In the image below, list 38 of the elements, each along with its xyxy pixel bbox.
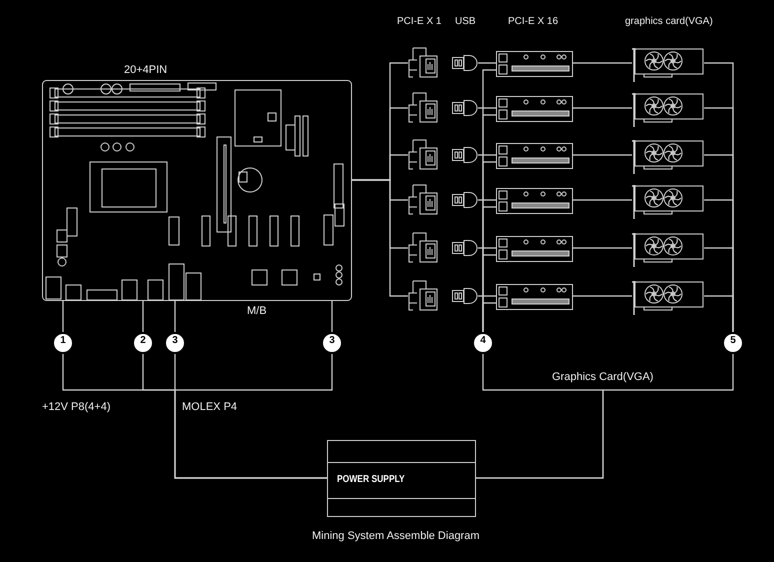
cable-line — [142, 300, 144, 334]
cable-line — [478, 62, 496, 64]
cable-line — [476, 352, 734, 479]
callout-number: 2 — [132, 332, 154, 354]
cable-line — [62, 300, 64, 334]
cable-line — [174, 300, 176, 334]
cable-line — [478, 199, 496, 201]
cable-line — [482, 302, 496, 334]
cable-line — [352, 179, 408, 297]
connector-label: 20+4PIN — [124, 64, 168, 76]
column-heading: graphics card(VGA) — [625, 16, 713, 27]
cable-label: MOLEX P4 — [182, 401, 238, 413]
cable-line — [331, 300, 333, 334]
callout-number: 3 — [164, 332, 186, 354]
cable-line — [573, 247, 632, 249]
cable-line — [478, 247, 496, 249]
cable-line — [573, 62, 632, 64]
cable-line — [573, 199, 632, 201]
column-heading: PCI-E X 16 — [508, 16, 558, 27]
column-heading: PCI-E X 1 — [397, 16, 442, 27]
callout-number: 3 — [321, 332, 343, 354]
cable-line — [573, 154, 632, 156]
cable-line — [573, 295, 632, 297]
cable-line — [478, 295, 496, 297]
board-label: M/B — [247, 305, 267, 317]
cable-line — [573, 107, 632, 109]
cable-label: Graphics Card(VGA) — [552, 371, 654, 383]
power-supply-label: POWER SUPPLY — [337, 474, 405, 485]
power-supply-box — [327, 440, 476, 517]
diagram-caption: Mining System Assemble Diagram — [312, 530, 480, 542]
callout-number: 5 — [722, 332, 744, 354]
callout-number: 1 — [52, 332, 74, 354]
cable-label: +12V P8(4+4) — [42, 401, 110, 413]
cable-line — [478, 154, 496, 156]
cable-line — [478, 107, 496, 109]
column-heading: USB — [455, 16, 476, 27]
cable-line — [704, 295, 734, 334]
callout-number: 4 — [472, 332, 494, 354]
